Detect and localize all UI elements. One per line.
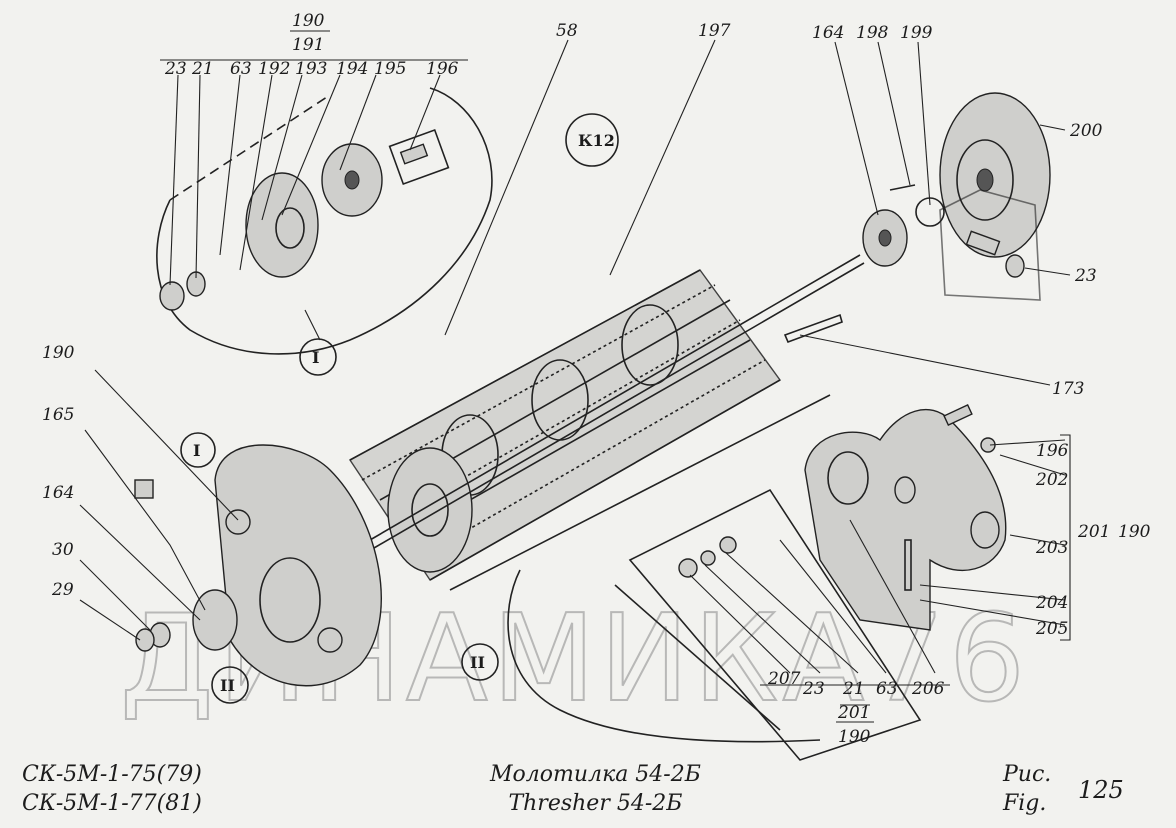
svg-text:195: 195 [374,59,406,79]
bracket-assembly [507,404,1007,761]
svg-text:193: 193 [295,59,327,79]
svg-text:200: 200 [1069,121,1103,141]
model-line-1: СК-5М-1-75(79) [22,762,202,787]
fig-label-ru: Рис. [1003,762,1052,787]
svg-text:207: 207 [767,669,801,689]
title-ru: Молотилка 54-2Б [490,762,701,787]
svg-text:204: 204 [1035,593,1068,613]
badge-I-upper: I [312,348,319,367]
left-disk-assembly [134,444,382,687]
svg-text:203: 203 [1035,538,1068,558]
leader-lines [79,39,1071,706]
svg-text:58: 58 [556,21,578,41]
badge-I-lower: I [180,432,216,468]
svg-text:197: 197 [698,21,731,41]
svg-text:I: I [193,441,200,460]
right-pulley-assembly [862,92,1051,301]
svg-text:202: 202 [1035,470,1068,490]
svg-text:190: 190 [838,727,871,747]
svg-text:194: 194 [336,59,368,79]
model-line-2: СК-5М-1-77(81) [22,791,202,816]
badge-II-left: II [211,666,249,704]
svg-text:201: 201 [1077,522,1110,542]
svg-text:164: 164 [42,483,74,503]
svg-text:201: 201 [837,703,870,723]
svg-text:II: II [220,676,235,695]
svg-text:30: 30 [52,540,74,560]
svg-text:63: 63 [230,59,252,79]
svg-text:63: 63 [876,679,898,699]
svg-text:190: 190 [292,11,325,31]
svg-text:164: 164 [812,23,844,43]
svg-text:196: 196 [426,59,459,79]
figure-title: Молотилка 54-2Б Thresher 54-2Б [490,760,701,818]
svg-text:173: 173 [1052,379,1084,399]
svg-text:198: 198 [856,23,889,43]
svg-text:21: 21 [191,59,214,79]
svg-text:К12: К12 [578,131,615,150]
fig-label-en: Fig. [1003,791,1047,816]
svg-text:23: 23 [1074,266,1097,286]
svg-text:205: 205 [1035,619,1068,639]
model-designations: СК-5М-1-75(79) СК-5М-1-77(81) [22,760,202,818]
figure-label: Рис. Fig. [1003,760,1051,818]
svg-text:190: 190 [1118,522,1151,542]
svg-text:21: 21 [842,679,865,699]
svg-text:29: 29 [51,580,74,600]
badge-k12: К12 [565,113,619,167]
title-en: Thresher 54-2Б [508,791,683,816]
svg-text:190: 190 [42,343,75,363]
callout-labels: 190 191 23 21 63 192 193 194 195 196 58 … [42,11,1151,747]
figure-number: 125 [1078,776,1124,804]
svg-text:II: II [470,653,485,672]
svg-text:199: 199 [900,23,933,43]
svg-text:191: 191 [292,35,324,55]
svg-text:196: 196 [1036,441,1069,461]
svg-text:192: 192 [258,59,290,79]
badge-II-center: II [461,643,499,681]
thresher-drum [348,254,865,591]
detail-I-callout [156,59,493,376]
svg-text:165: 165 [42,405,74,425]
svg-text:206: 206 [911,679,945,699]
svg-text:23: 23 [802,679,825,699]
svg-text:23: 23 [164,59,187,79]
